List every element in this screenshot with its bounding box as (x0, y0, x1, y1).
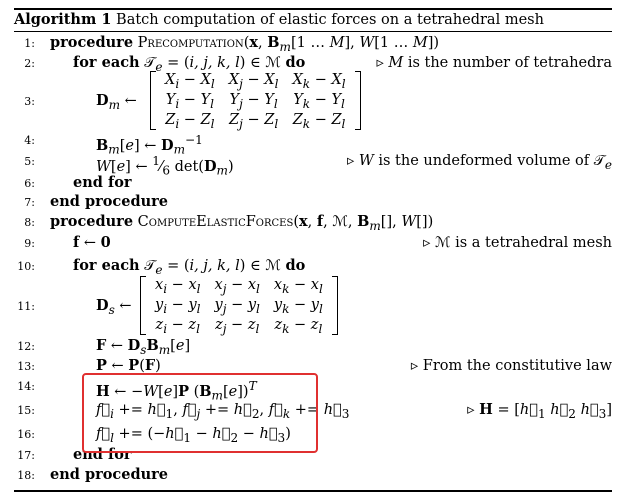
matrix-cell: Yi − Yl (165, 91, 215, 111)
matrix-cell: zk − zl (274, 316, 323, 336)
line-number: 15: (17, 404, 35, 417)
matrix-cell: Xi − Xl (165, 71, 215, 91)
top-rule (14, 8, 612, 10)
line-number: 18: (17, 469, 35, 482)
matrix-ds: xi − xl xj − xl xk − xl yi − yl yj − yl yk − … (140, 276, 338, 336)
algorithm-line: f⃗l += (−h⃗1 − h⃗2 − h⃗3) (96, 426, 291, 445)
algorithm-line: Bm[e] ← Dm−1 (96, 133, 203, 157)
line-number: 16: (17, 428, 35, 441)
caption-text: Batch computation of elastic forces on a… (116, 12, 544, 28)
line-comment: ▹ M is the number of tetrahedra (376, 55, 612, 71)
matrix-cell: yk − yl (273, 296, 323, 316)
line-comment: ▹ From the constitutive law (410, 358, 612, 374)
caption-rule (14, 31, 612, 32)
highlight-box (82, 373, 318, 453)
algorithm-line: procedure Precomputation(x, Bm[1 … M], W… (50, 34, 440, 54)
algorithm-line: P ← P(F) (96, 357, 161, 374)
line-number: 17: (17, 449, 35, 462)
line-number: 8: (24, 216, 35, 229)
line-comment: ▹ W is the undeformed volume of 𝒯e (346, 153, 612, 172)
algorithm-line: f⃗i += h⃗1, f⃗j += h⃗2, f⃗k += h⃗3 (96, 402, 350, 421)
matrix-cell: xi − xl (155, 276, 201, 296)
line-number: 7: (24, 196, 35, 209)
algorithm-caption: Algorithm 1 Batch computation of elastic… (14, 11, 544, 29)
algorithm-line: procedure ComputeElasticForces(x, f, ℳ, … (50, 213, 434, 233)
right-bracket (355, 71, 361, 130)
matrix-cell: Zi − Zl (165, 111, 215, 131)
algorithm-line: Ds ← (96, 297, 132, 317)
left-bracket (150, 71, 156, 130)
algorithm-line: end for (73, 446, 132, 463)
line-comment: ▹ H = [h⃗1 h⃗2 h⃗3] (467, 401, 612, 421)
line-number: 5: (24, 155, 35, 168)
algorithm-line: end for (73, 174, 132, 191)
line-number: 10: (17, 260, 35, 273)
line-number: 13: (17, 360, 35, 373)
caption-label: Algorithm 1 (14, 11, 112, 28)
algorithm-line: f ← 0 (73, 234, 111, 251)
line-number: 6: (24, 177, 35, 190)
matrix-cell: Yj − Yl (229, 91, 278, 111)
line-comment: ▹ ℳ is a tetrahedral mesh (423, 235, 612, 251)
matrix-cell: Zj − Zl (229, 111, 279, 131)
left-bracket (140, 276, 146, 335)
algorithm-line: H ← −W[e]P (Bm[e])T (96, 379, 257, 403)
matrix-cell: Yk − Yl (293, 91, 345, 111)
algorithm-line: Dm ← (96, 92, 137, 112)
line-number: 11: (17, 300, 35, 313)
matrix-cell: zj − zl (215, 316, 260, 336)
line-number: 12: (17, 340, 35, 353)
bottom-rule (14, 490, 612, 492)
line-number: 14: (17, 380, 35, 393)
algorithm-line: end procedure (50, 466, 169, 483)
line-number: 1: (24, 37, 35, 50)
algorithm-line: for each 𝒯e = (i, j, k, l) ∈ ℳ do (73, 54, 306, 74)
algorithm-line: end procedure (50, 193, 169, 210)
line-number: 9: (24, 237, 35, 250)
line-number: 4: (24, 134, 35, 147)
right-bracket (332, 276, 338, 335)
matrix-cell: zi − zl (155, 316, 200, 336)
algorithm-line: W[e] ← 1⁄6 det(Dm) (96, 154, 234, 178)
matrix-cell: Zk − Zl (292, 111, 346, 131)
line-number: 3: (24, 95, 35, 108)
matrix-cell: Xk − Xl (292, 71, 346, 91)
matrix-cell: Xj − Xl (228, 71, 279, 91)
line-number: 2: (24, 57, 35, 70)
matrix-cell: xk − xl (273, 276, 323, 296)
matrix-cell: yj − yl (214, 296, 260, 316)
matrix-cell: xj − xl (214, 276, 260, 296)
algorithm-line: F ← DsBm[e] (96, 337, 191, 357)
algorithm-line: for each 𝒯e = (i, j, k, l) ∈ ℳ do (73, 257, 306, 277)
matrix-cell: yi − yl (155, 296, 201, 316)
matrix-dm: Xi − Xl Xj − Xl Xk − Xl Yi − Yl Yj − Yl Yk − … (150, 71, 361, 131)
